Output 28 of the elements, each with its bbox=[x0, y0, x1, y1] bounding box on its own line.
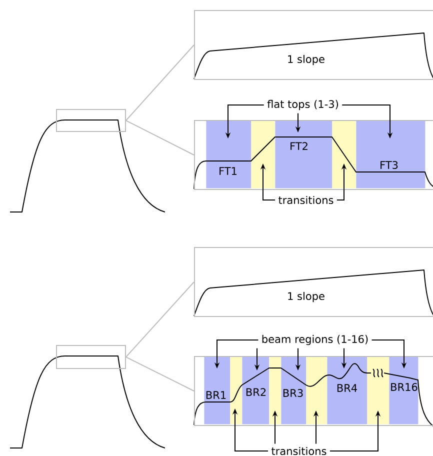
callout-label: flat tops (1-3) bbox=[267, 100, 338, 110]
region-band: FT2 bbox=[275, 120, 332, 188]
transition-band bbox=[230, 356, 242, 424]
region-band: BR16 bbox=[389, 356, 418, 424]
zoom-line bbox=[126, 120, 194, 156]
transition-band bbox=[306, 356, 328, 424]
zoom-line bbox=[126, 356, 194, 392]
zoom-frame bbox=[56, 109, 126, 132]
zoom-frame bbox=[56, 345, 126, 369]
transition-band bbox=[332, 120, 356, 188]
region-band: BR4 bbox=[327, 356, 368, 424]
region-band: BR2 bbox=[242, 356, 270, 424]
callout-label: transitions bbox=[278, 196, 334, 204]
zoom-panel bbox=[194, 120, 433, 190]
transition-band bbox=[251, 120, 276, 188]
region-band: BR3 bbox=[281, 356, 306, 424]
zoom-line bbox=[126, 282, 194, 358]
region-band: FT3 bbox=[356, 120, 426, 188]
callout-label: transitions bbox=[272, 446, 326, 456]
zoom-line bbox=[126, 44, 194, 121]
zoom-panel: 1 slope bbox=[194, 10, 433, 80]
transition-band bbox=[269, 356, 282, 424]
zoom-panel: 1 slope bbox=[194, 247, 433, 317]
zoom-panel bbox=[194, 356, 433, 426]
region-band: FT1 bbox=[206, 120, 252, 188]
callout-label: beam regions (1-16) bbox=[262, 334, 368, 346]
region-band: BR1 bbox=[204, 356, 230, 424]
transition-band bbox=[367, 356, 390, 424]
